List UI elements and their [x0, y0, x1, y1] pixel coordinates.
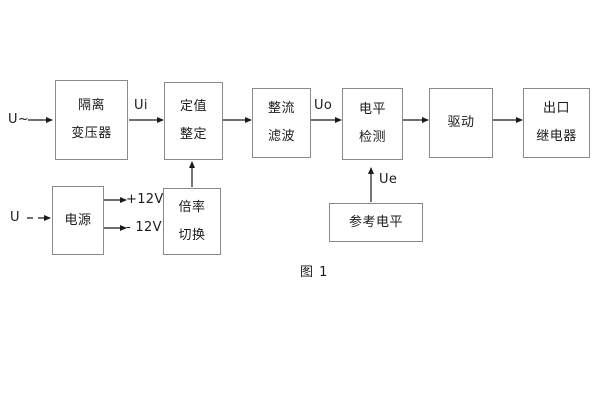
- label-rail-negative: - 12V: [126, 220, 162, 235]
- block-line: 变压器: [71, 126, 112, 141]
- block-line: 隔离: [77, 98, 105, 114]
- label-ue: Ue: [379, 172, 398, 187]
- block-line: 切换: [178, 227, 206, 243]
- block-line: 倍率: [178, 199, 206, 215]
- block-drive[interactable]: 驱动: [429, 88, 493, 158]
- label-input-ac: U~: [8, 112, 30, 127]
- block-line: 驱动: [447, 115, 475, 131]
- block-line: 电平: [358, 102, 386, 118]
- block-line: 参考电平: [348, 214, 403, 230]
- block-line: 整流: [267, 101, 295, 117]
- figure-caption: 图 1: [300, 265, 329, 280]
- block-line: 出口: [542, 101, 570, 117]
- label-rail-positive: +12V: [126, 192, 164, 207]
- block-line: 电源: [64, 212, 92, 228]
- block-line: 定值: [179, 99, 207, 115]
- block-setting-value[interactable]: 定值 整定: [164, 82, 223, 160]
- block-line: 滤波: [267, 129, 295, 144]
- label-input-dc: U: [10, 210, 20, 225]
- block-line: 继电器: [536, 129, 577, 144]
- block-isolation-transformer[interactable]: 隔离 变压器: [55, 80, 128, 160]
- block-line: 整定: [179, 127, 207, 142]
- block-multiplier-switch[interactable]: 倍率 切换: [163, 188, 221, 255]
- block-rectify-filter[interactable]: 整流 滤波: [252, 88, 311, 158]
- label-uo: Uo: [314, 98, 333, 113]
- block-power-supply[interactable]: 电源: [52, 186, 104, 255]
- block-line: 检测: [358, 130, 386, 145]
- block-reference-level[interactable]: 参考电平: [329, 203, 423, 242]
- label-ui: Ui: [134, 98, 148, 113]
- block-level-detection[interactable]: 电平 检测: [342, 88, 403, 160]
- block-output-relay[interactable]: 出口 继电器: [523, 88, 590, 158]
